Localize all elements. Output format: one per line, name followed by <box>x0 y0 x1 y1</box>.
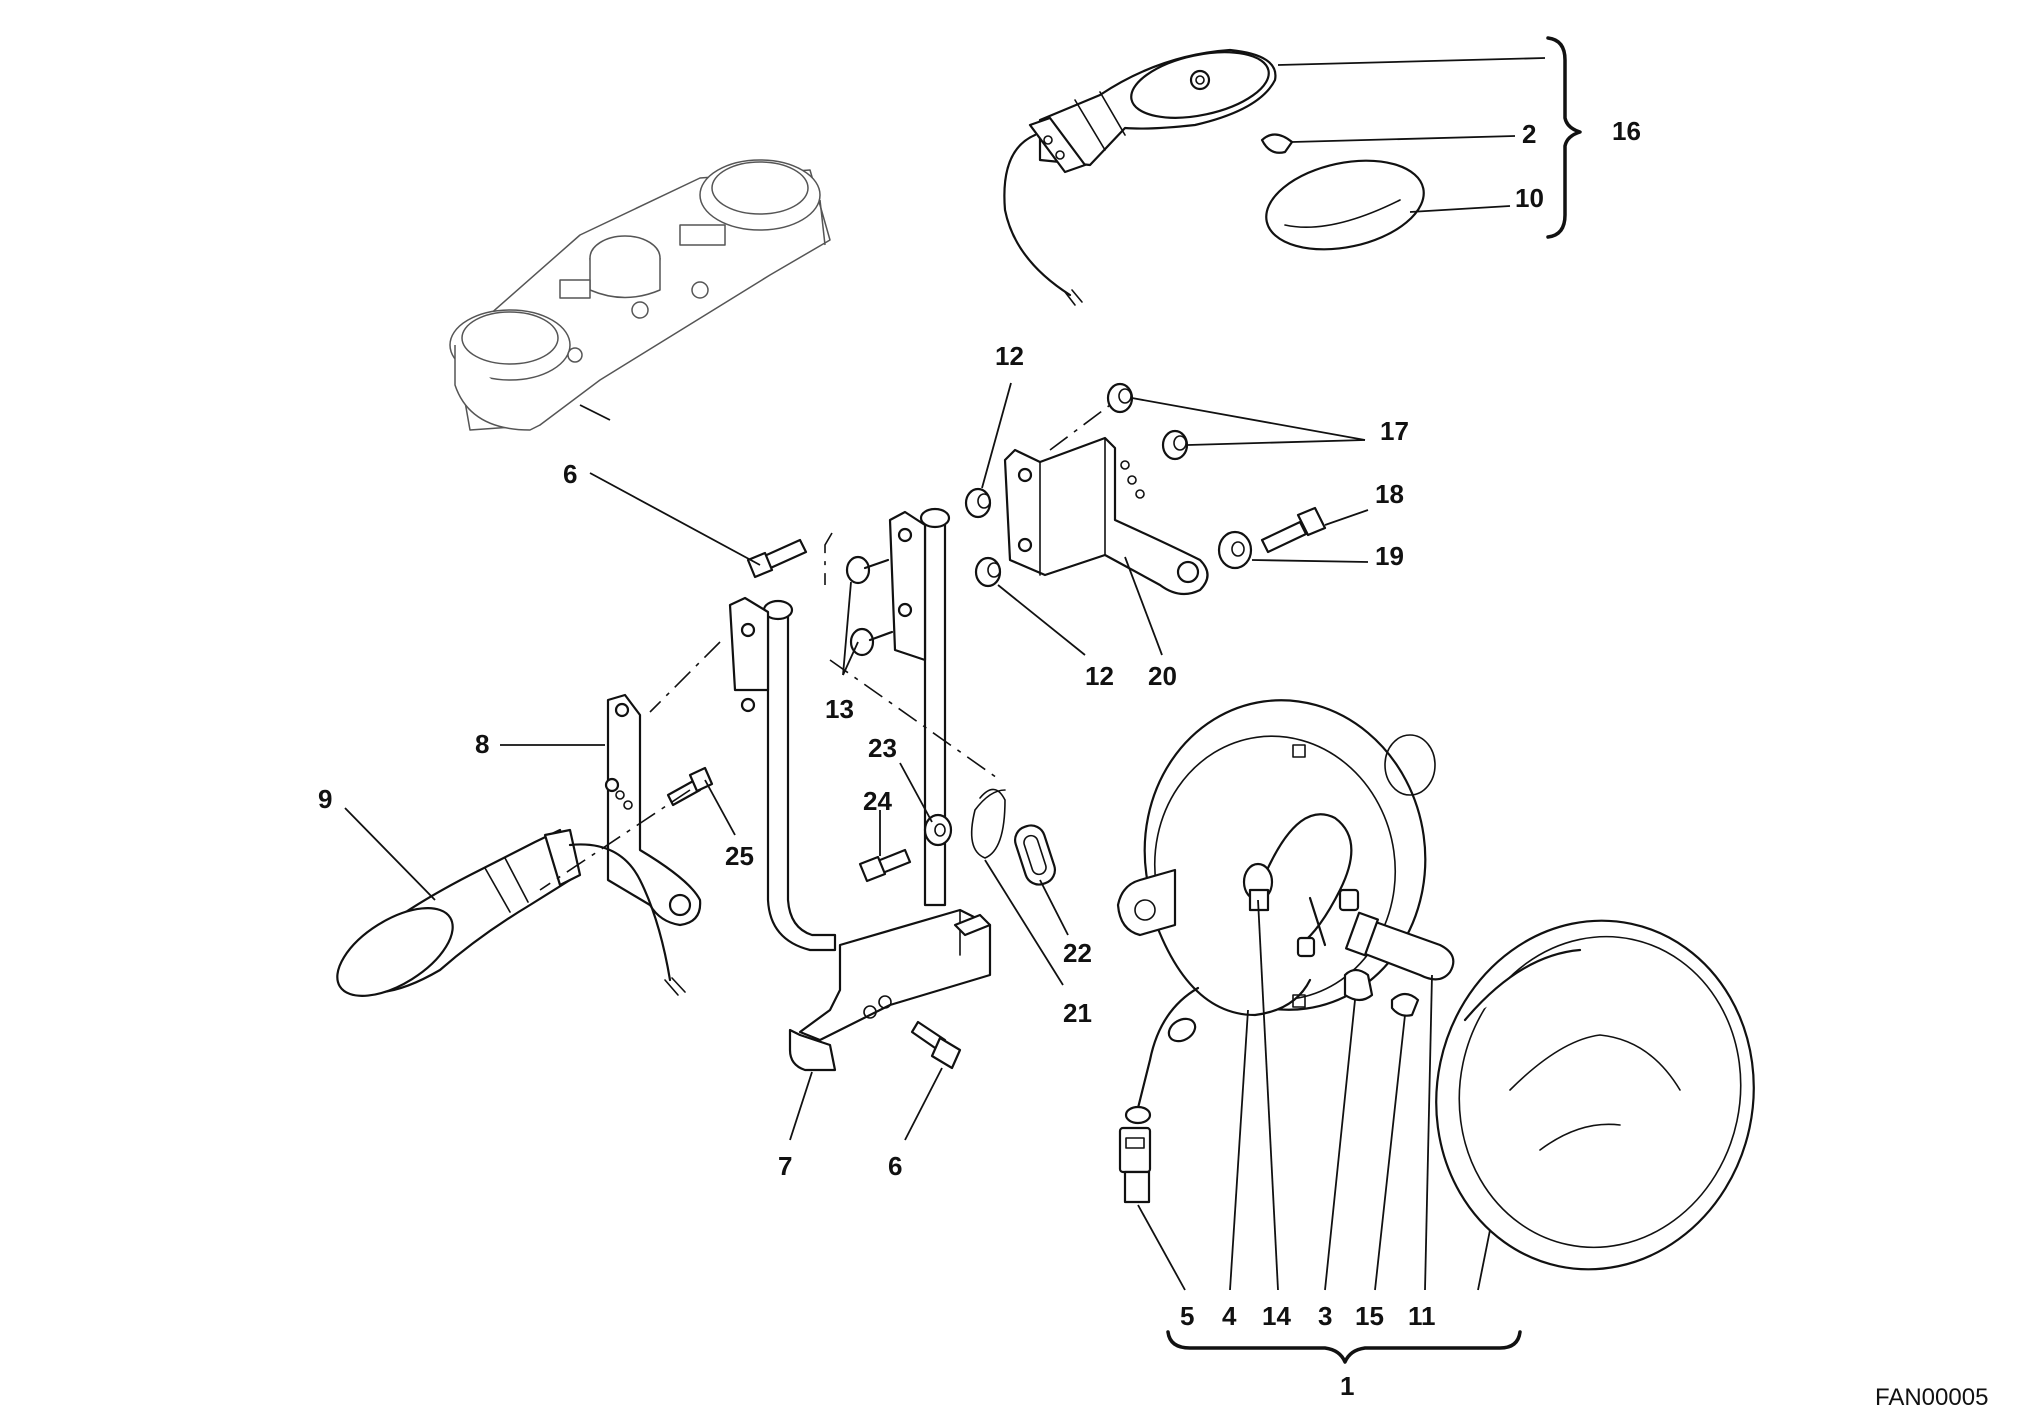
washer-13b <box>849 627 894 657</box>
turn-signal-bracket-8 <box>604 693 702 927</box>
callout-8: 8 <box>475 729 489 759</box>
front-turn-signal-right <box>1003 48 1277 306</box>
callout-6-top: 6 <box>563 459 577 489</box>
callout-3: 3 <box>1318 1301 1332 1331</box>
callout-9: 9 <box>318 784 332 814</box>
washer-23 <box>923 813 953 847</box>
headlight-stand-7 <box>728 507 992 1072</box>
callout-15: 15 <box>1355 1301 1384 1331</box>
grommet-22 <box>1014 824 1056 886</box>
callout-18: 18 <box>1375 479 1404 509</box>
grommet-17b <box>1161 429 1189 461</box>
callout-11: 11 <box>1408 1301 1436 1331</box>
grommet-12a <box>964 487 992 519</box>
callout-24: 24 <box>863 786 892 816</box>
bulb-holder-3 <box>1343 968 1374 1002</box>
callout-13: 13 <box>825 694 854 724</box>
grommet-12b <box>974 556 1002 588</box>
callout-23: 23 <box>868 733 897 763</box>
bolt-6-upper <box>746 538 808 579</box>
callout-25: 25 <box>725 841 754 871</box>
top-yoke-ghost <box>449 159 831 431</box>
callout-10: 10 <box>1515 183 1544 213</box>
front-turn-signal-left <box>336 828 686 997</box>
callout-16: 16 <box>1612 116 1641 146</box>
bulb-11 <box>1345 911 1455 981</box>
callout-17: 17 <box>1380 416 1409 446</box>
bolt-24 <box>858 848 912 883</box>
washer-19 <box>1217 530 1253 570</box>
headlight-housing-4 <box>1116 699 1436 1017</box>
bolt-18 <box>1260 506 1327 554</box>
callout-14: 14 <box>1262 1301 1291 1331</box>
callout-12-top: 12 <box>995 341 1024 371</box>
bulb-15 <box>1390 992 1420 1017</box>
connector-cable-5 <box>1118 986 1200 1204</box>
callout-22: 22 <box>1063 938 1092 968</box>
bulb-holder-14 <box>1242 862 1274 912</box>
brace-16 <box>1546 36 1582 239</box>
callout-7: 7 <box>778 1151 792 1181</box>
callout-4: 4 <box>1222 1301 1237 1331</box>
callout-5: 5 <box>1180 1301 1194 1331</box>
drawing-code: FAN00005 <box>1875 1384 1988 1411</box>
callout-20: 20 <box>1148 661 1177 691</box>
grommet-17a <box>1106 382 1134 414</box>
headlight-lens-rim <box>1435 919 1755 1271</box>
clip-21 <box>970 788 1006 859</box>
brace-1 <box>1166 1330 1522 1364</box>
washer-13a <box>845 555 890 585</box>
callout-19: 19 <box>1375 541 1404 571</box>
callout-12-bottom: 12 <box>1085 661 1114 691</box>
callout-6-bottom: 6 <box>888 1151 902 1181</box>
callout-2: 2 <box>1522 119 1536 149</box>
callout-labels: 16 2 10 12 17 18 19 6 12 20 13 8 23 9 24… <box>318 116 1641 1401</box>
mounting-bracket-20 <box>1003 436 1209 596</box>
bolt-6-lower <box>910 1020 962 1070</box>
leader-lines <box>344 57 1546 1291</box>
callout-1: 1 <box>1340 1371 1354 1401</box>
assembly-lines <box>539 404 1111 891</box>
turn-signal-lens <box>1265 159 1425 251</box>
callout-21: 21 <box>1063 998 1092 1028</box>
bulb-small <box>1260 133 1294 154</box>
